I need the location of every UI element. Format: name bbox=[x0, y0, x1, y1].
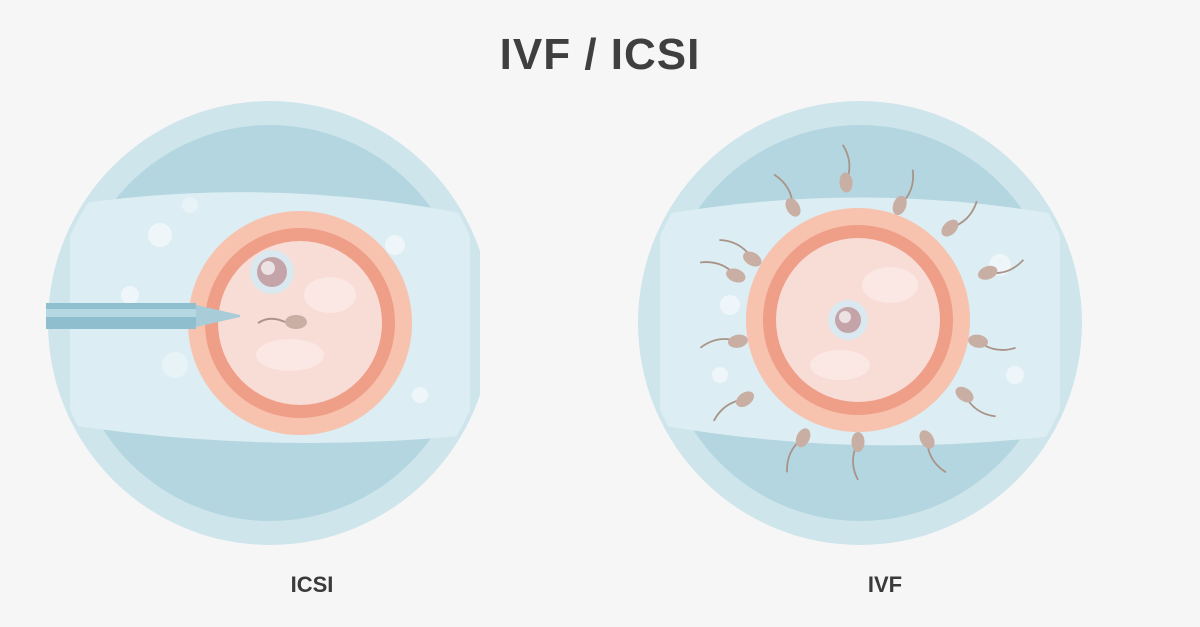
sperm-icon bbox=[919, 430, 947, 474]
sperm-icon bbox=[699, 334, 748, 349]
page-title: IVF / ICSI bbox=[499, 30, 701, 79]
sperm-icon bbox=[839, 144, 853, 193]
sperm-icon bbox=[786, 428, 811, 473]
icsi-caption: ICSI bbox=[290, 572, 334, 597]
ivf-caption: IVF bbox=[867, 572, 903, 597]
sperm-icon bbox=[978, 259, 1025, 280]
ivf-illustration bbox=[620, 95, 1100, 550]
egg-cell-icon bbox=[746, 208, 970, 432]
sperm-icon bbox=[257, 315, 307, 329]
micropipette-icon bbox=[46, 303, 240, 329]
sperm-icon bbox=[892, 169, 915, 216]
ivf-diagram bbox=[638, 101, 1082, 545]
sperm-icon bbox=[941, 200, 978, 237]
sperm-icon bbox=[699, 261, 746, 283]
sperm-icon bbox=[719, 239, 762, 267]
icsi-illustration bbox=[0, 95, 480, 550]
sperm-swarm bbox=[699, 144, 1025, 481]
sperm-icon bbox=[968, 334, 1016, 351]
sperm-icon bbox=[955, 386, 996, 418]
sperm-icon bbox=[773, 173, 801, 217]
icsi-diagram bbox=[46, 101, 480, 545]
sperm-icon bbox=[851, 432, 865, 481]
sperm-icon bbox=[713, 391, 755, 422]
